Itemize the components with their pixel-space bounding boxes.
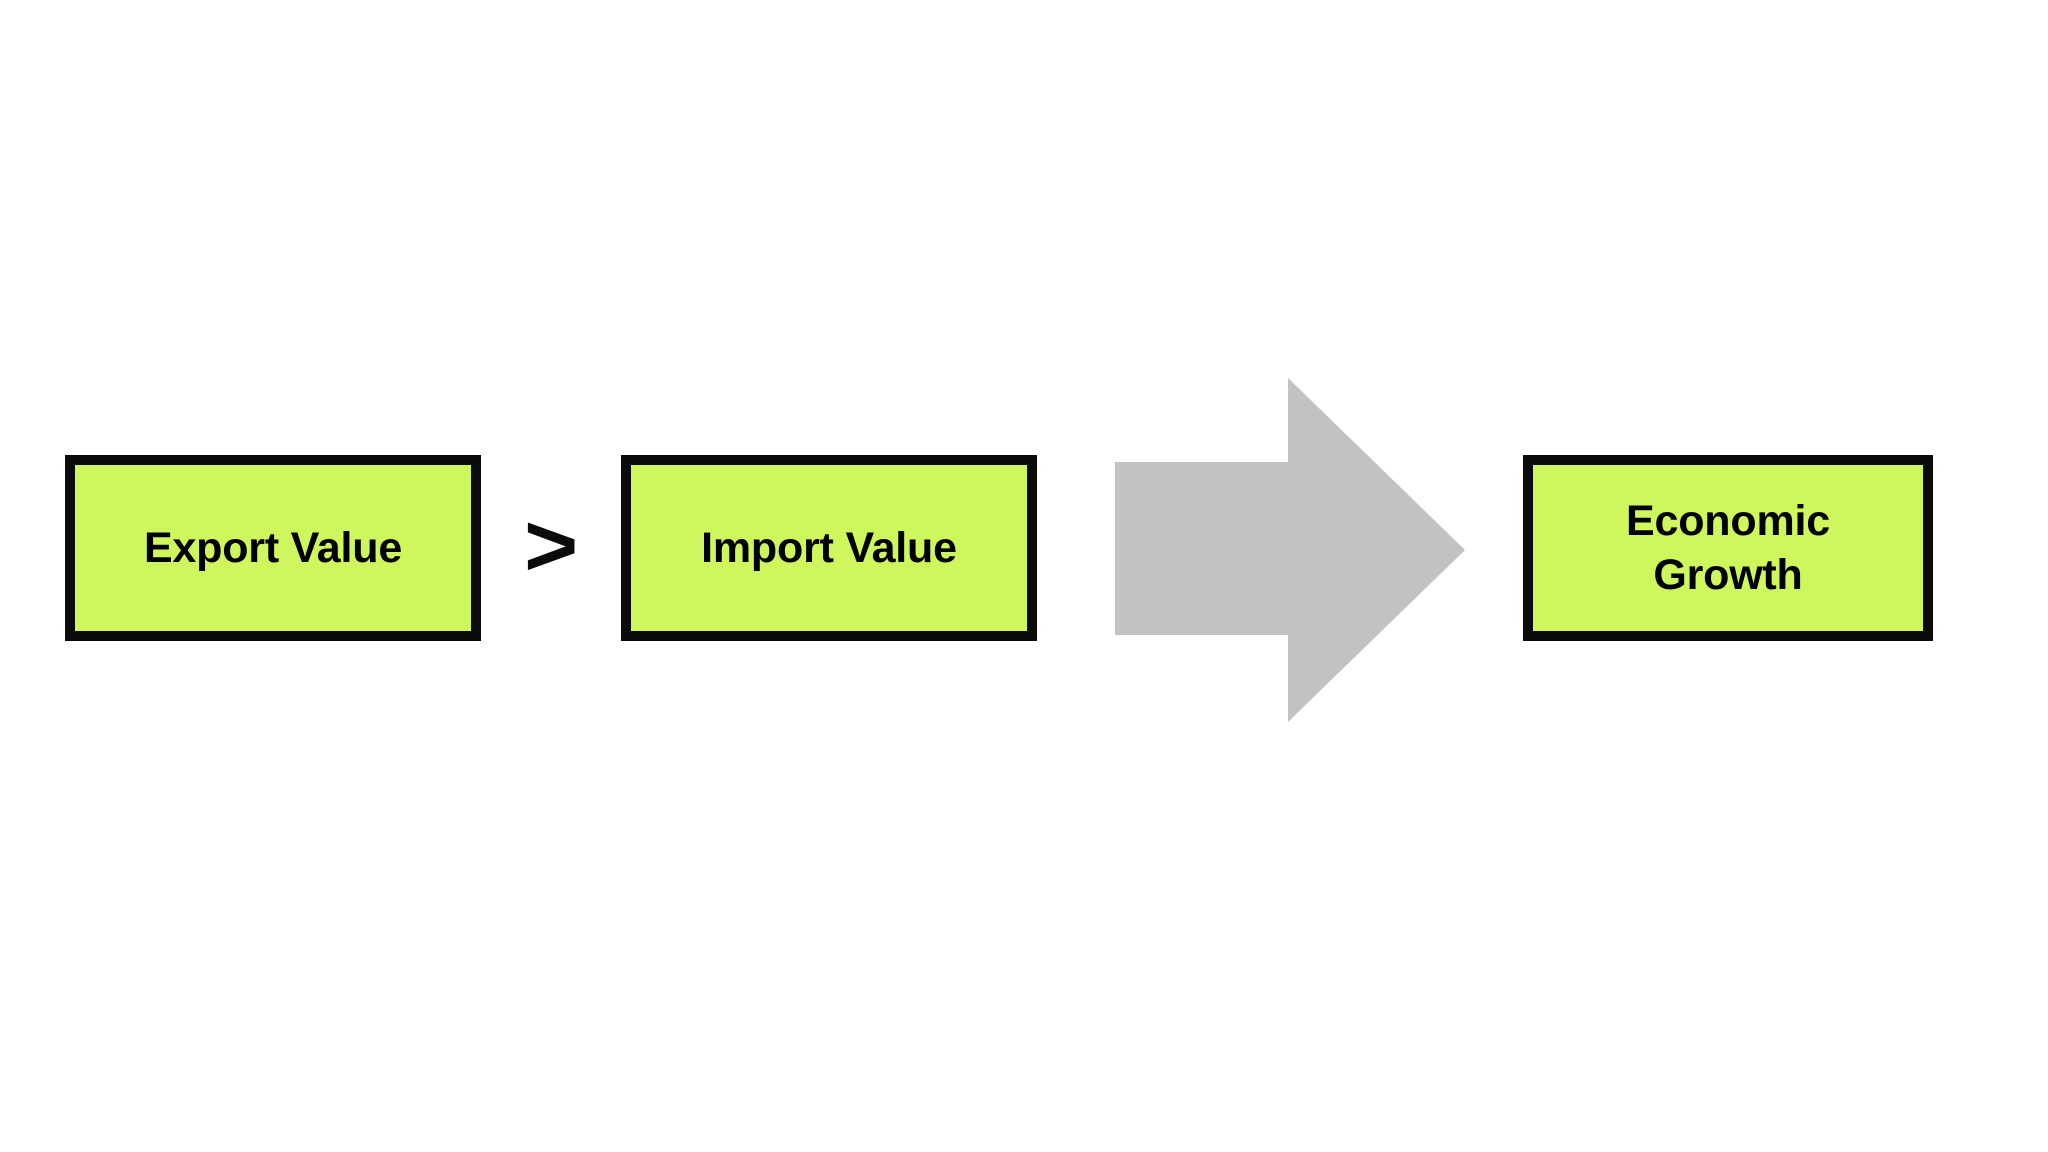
node-economic-growth[interactable]: Economic Growth <box>1523 455 1933 641</box>
greater-than-symbol: > <box>481 455 621 641</box>
node-label-economic-growth: Economic Growth <box>1626 496 1830 599</box>
node-import-value[interactable]: Import Value <box>621 455 1037 641</box>
node-label-export-value: Export Value <box>143 523 403 572</box>
right-arrow-icon <box>1105 370 1475 735</box>
node-label-import-value: Import Value <box>701 523 957 572</box>
node-export-value[interactable]: Export Value <box>65 455 481 641</box>
greater-than-glyph: > <box>523 497 579 595</box>
